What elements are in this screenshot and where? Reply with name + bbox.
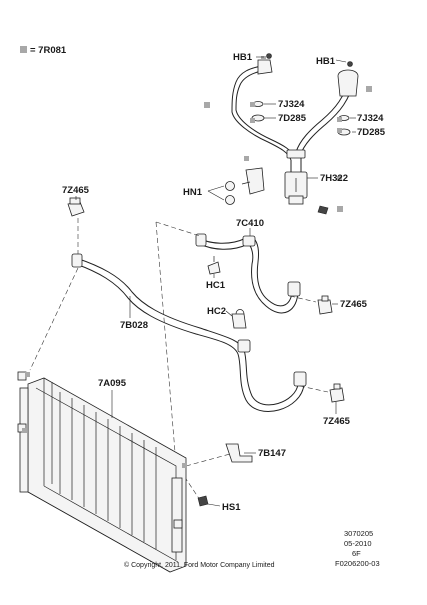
- footer-line-4: F0206200-03: [335, 559, 380, 568]
- hose-7c410: [195, 233, 301, 314]
- bracket-hn1: [225, 167, 265, 205]
- clip-hc2: [231, 309, 247, 329]
- marker-7r081: [337, 176, 342, 181]
- label-7j324-left: 7J324: [278, 99, 305, 110]
- marker-7r081: [182, 463, 187, 468]
- marker-7r081: [250, 118, 255, 123]
- label-hn1: HN1: [183, 187, 203, 198]
- label-7z465-bot: 7Z465: [323, 416, 351, 427]
- marker-7r081: [204, 102, 210, 108]
- label-hc1: HC1: [206, 280, 226, 291]
- screw-hs1: [197, 495, 209, 507]
- clip-hc1: [207, 256, 221, 275]
- label-hb1-left: HB1: [233, 52, 253, 63]
- marker-7r081: [22, 428, 27, 433]
- marker-7r081: [25, 372, 30, 377]
- bracket-7b147: [225, 443, 253, 463]
- condenser-7a095: [17, 371, 187, 573]
- marker-7r081: [337, 206, 343, 212]
- label-7z465-top: 7Z465: [62, 185, 90, 196]
- label-7z465-mid: 7Z465: [340, 299, 368, 310]
- label-hs1: HS1: [222, 502, 241, 513]
- footer-line-3: 6F: [352, 549, 361, 558]
- clip-7z465-mid: [317, 295, 333, 315]
- bolt-7h322: [317, 205, 329, 215]
- label-7j324-right: 7J324: [357, 113, 384, 124]
- label-hc2: HC2: [207, 306, 226, 317]
- label-7d285-right: 7D285: [357, 127, 386, 138]
- marker-7r081: [244, 156, 249, 161]
- marker-7r081: [366, 86, 372, 92]
- copyright: © Copyright, 2011, Ford Motor Company Li…: [124, 561, 275, 569]
- label-7b147: 7B147: [258, 448, 286, 459]
- clip-7z465-top: [67, 197, 85, 217]
- marker-7r081: [250, 102, 255, 107]
- label-7b028: 7B028: [120, 320, 148, 331]
- legend-text: = 7R081: [30, 45, 67, 56]
- label-7a095: 7A095: [98, 378, 127, 389]
- marker-7r081: [337, 128, 342, 133]
- label-7h322: 7H322: [320, 173, 348, 184]
- footer-line-2: 05-2010: [344, 539, 372, 548]
- marker-7r081: [261, 56, 266, 61]
- legend-marker: [20, 46, 27, 53]
- clip-7z465-bot: [329, 383, 345, 403]
- label-7c410: 7C410: [236, 218, 264, 229]
- block-7h322: [284, 171, 308, 205]
- label-7d285-left: 7D285: [278, 113, 307, 124]
- marker-7r081: [337, 117, 342, 122]
- label-hb1-right: HB1: [316, 56, 336, 67]
- footer-line-1: 3070205: [344, 529, 373, 538]
- leader-lines: [75, 56, 356, 507]
- dashed-connectors: [29, 218, 329, 501]
